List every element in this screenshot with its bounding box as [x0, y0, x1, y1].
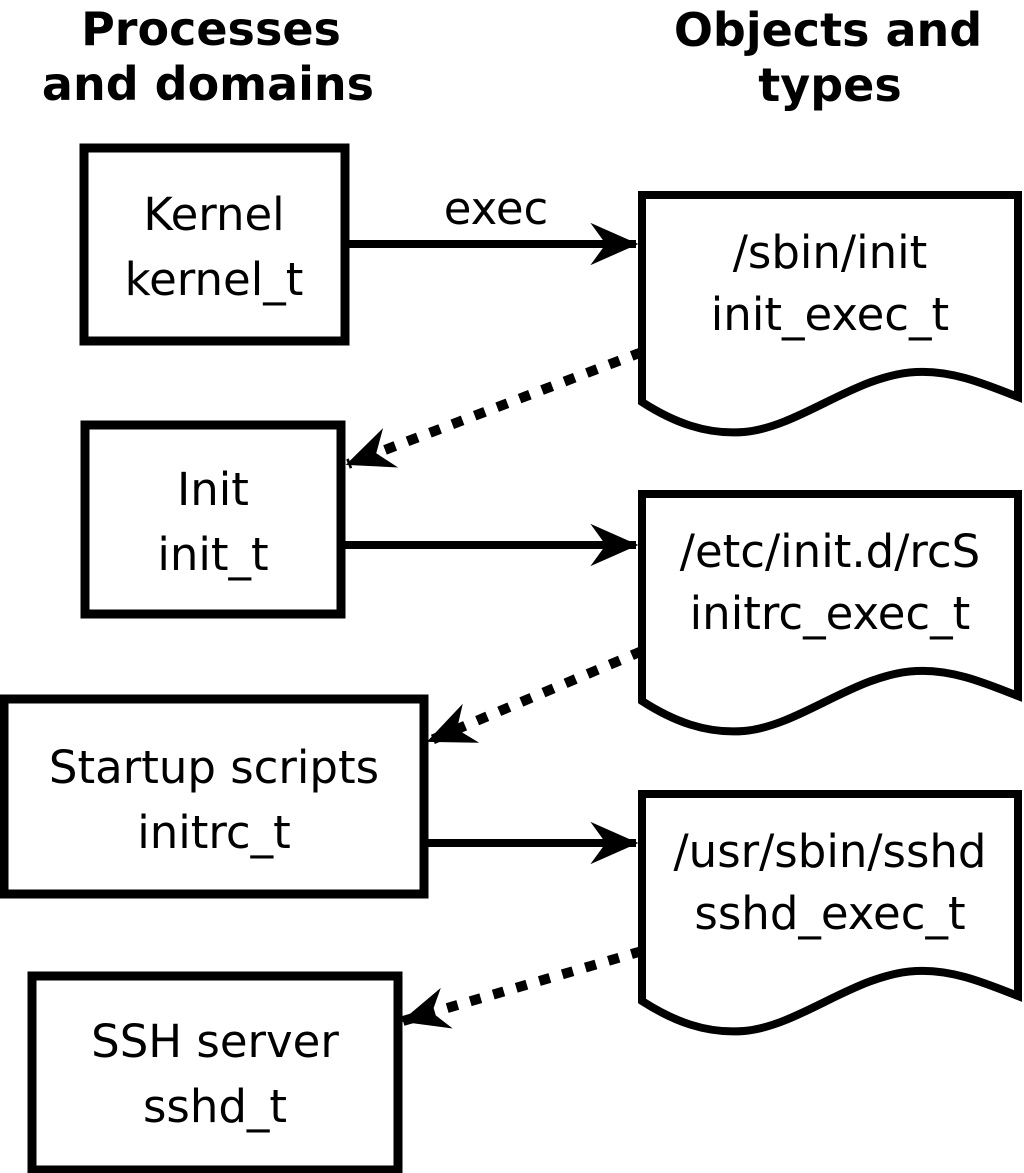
process-box-init — [80, 420, 346, 619]
object-doc-sshd — [638, 790, 1022, 1036]
process-name-kernel: Kernel — [143, 188, 284, 241]
right-column-header-line1: Objects and — [674, 3, 982, 57]
process-node-kernel: Kernel kernel_t — [79, 143, 350, 346]
right-column-header-line2: types — [758, 58, 901, 112]
object-path-sbin-init: /sbin/init — [733, 226, 928, 279]
process-node-startup-scripts: Startup scripts initrc_t — [0, 694, 429, 899]
transition-arrows — [345, 347, 644, 1029]
dotted-arrow-sshd-to-sshd-domain — [400, 946, 644, 1029]
object-path-sshd: /usr/sbin/sshd — [674, 825, 987, 878]
object-type-sshd: sshd_exec_t — [694, 887, 965, 940]
exec-arrow-label: exec — [444, 182, 549, 235]
column-headers: Processes and domains Objects and types — [42, 2, 982, 112]
process-name-init: Init — [177, 463, 249, 516]
process-box-kernel — [79, 143, 350, 346]
object-doc-sbin-init — [638, 191, 1022, 437]
dotted-arrow-rcS-to-initrc-domain — [426, 646, 644, 746]
left-column-header-line2: and domains — [42, 57, 374, 111]
object-node-rcS: /etc/init.d/rcS initrc_exec_t — [638, 490, 1022, 736]
dotted-arrow-sbin-init-to-init-domain — [345, 347, 644, 469]
process-name-ssh-server: SSH server — [91, 1015, 339, 1068]
process-type-ssh-server: sshd_t — [143, 1080, 287, 1133]
process-node-init: Init init_t — [80, 420, 346, 619]
object-type-sbin-init: init_exec_t — [711, 288, 949, 341]
process-box-ssh-server — [27, 971, 403, 1173]
process-type-init: init_t — [157, 528, 268, 581]
object-type-rcS: initrc_exec_t — [690, 587, 971, 640]
process-type-startup-scripts: initrc_t — [137, 806, 291, 859]
left-column-header-line1: Processes — [81, 2, 341, 56]
object-doc-rcS — [638, 490, 1022, 736]
process-node-ssh-server: SSH server sshd_t — [27, 971, 403, 1173]
process-type-kernel: kernel_t — [125, 253, 304, 306]
process-name-startup-scripts: Startup scripts — [49, 741, 379, 794]
object-node-sshd: /usr/sbin/sshd sshd_exec_t — [638, 790, 1022, 1036]
process-box-startup-scripts — [0, 694, 429, 899]
exec-arrows: exec — [341, 182, 639, 865]
object-node-sbin-init: /sbin/init init_exec_t — [638, 191, 1022, 437]
object-path-rcS: /etc/init.d/rcS — [680, 525, 980, 578]
